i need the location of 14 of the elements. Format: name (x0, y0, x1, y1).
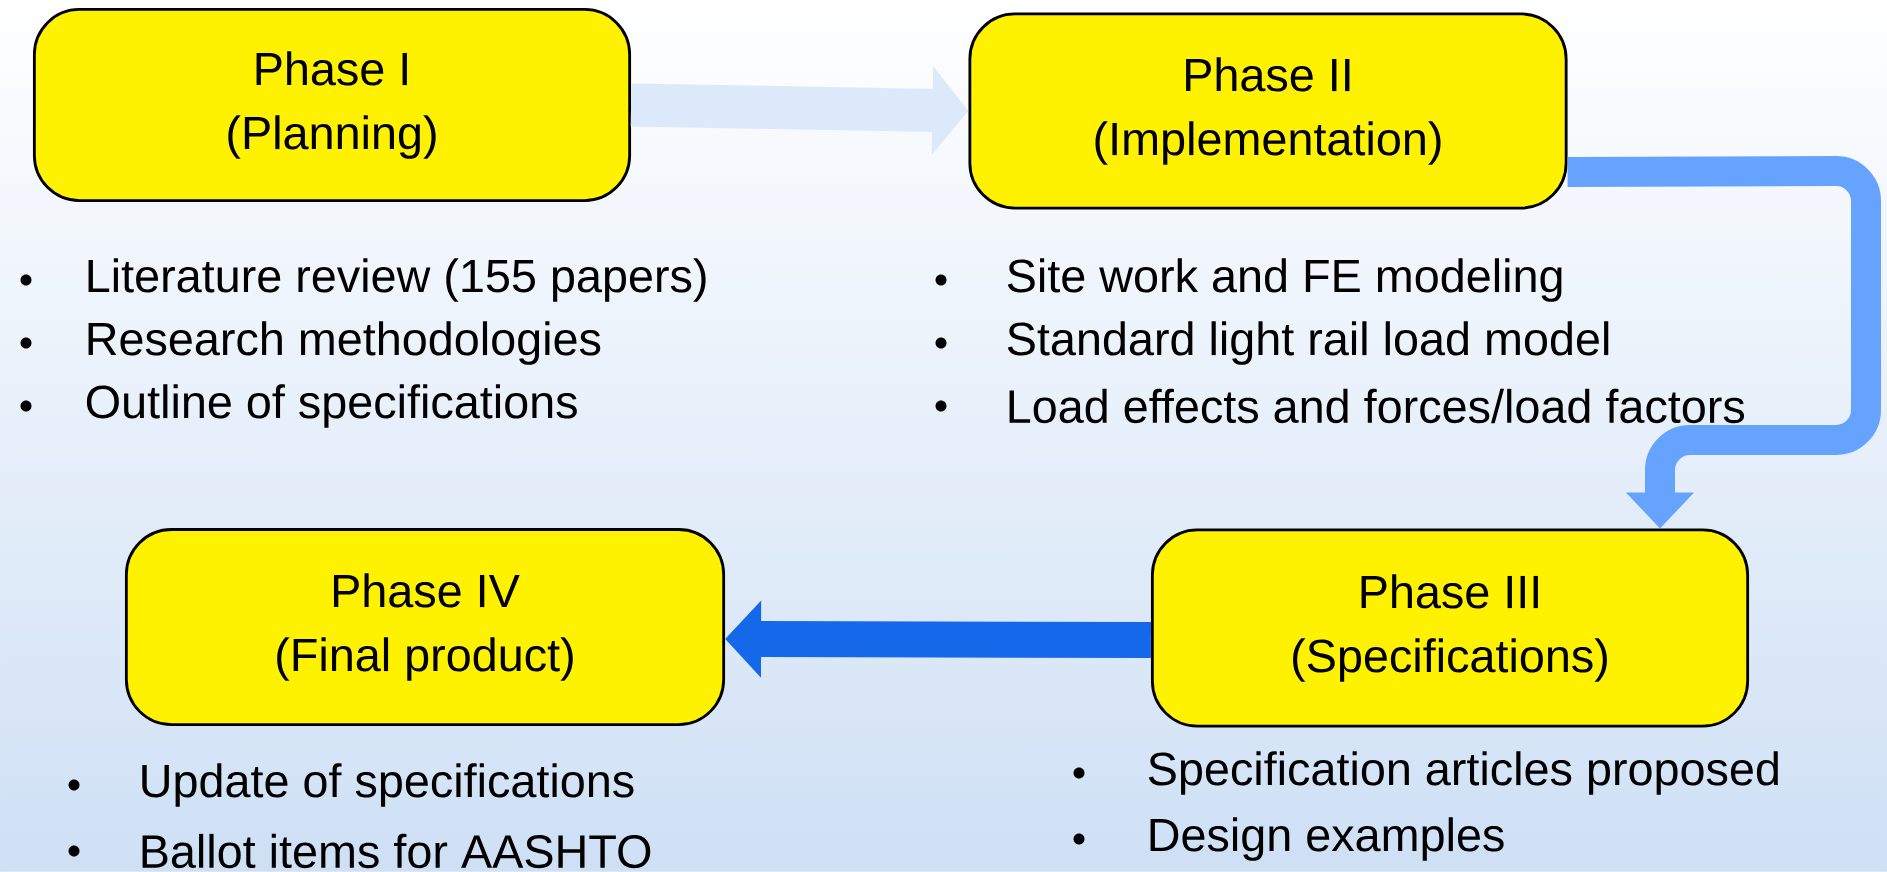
bullet-item: Standard light rail load model (1007, 321, 1609, 365)
bullet-item: Outline of specifications (86, 384, 577, 428)
phase-box: Phase I (Planning) (32, 8, 632, 202)
bullet-item: Research methodologies (88, 321, 601, 365)
bullet-item: Literature review (155 papers) (88, 258, 706, 302)
bullet-item: Update of specifications (142, 763, 634, 807)
bullet-item: Specification articles proposed (1148, 751, 1778, 795)
phase-box: Phase II (Implementation) (968, 12, 1568, 210)
bullet-item: Ballot items for AASHTO (142, 833, 651, 869)
bullet-item: Load effects and forces/load factors (1009, 388, 1745, 424)
bullet-item: Site work and FE modeling (1007, 258, 1562, 302)
bullet-item: Design examples (1150, 817, 1504, 861)
phase-box: Phase III (Specifications) (1150, 528, 1750, 728)
phase-box: Phase IV (Final product) (124, 528, 726, 726)
